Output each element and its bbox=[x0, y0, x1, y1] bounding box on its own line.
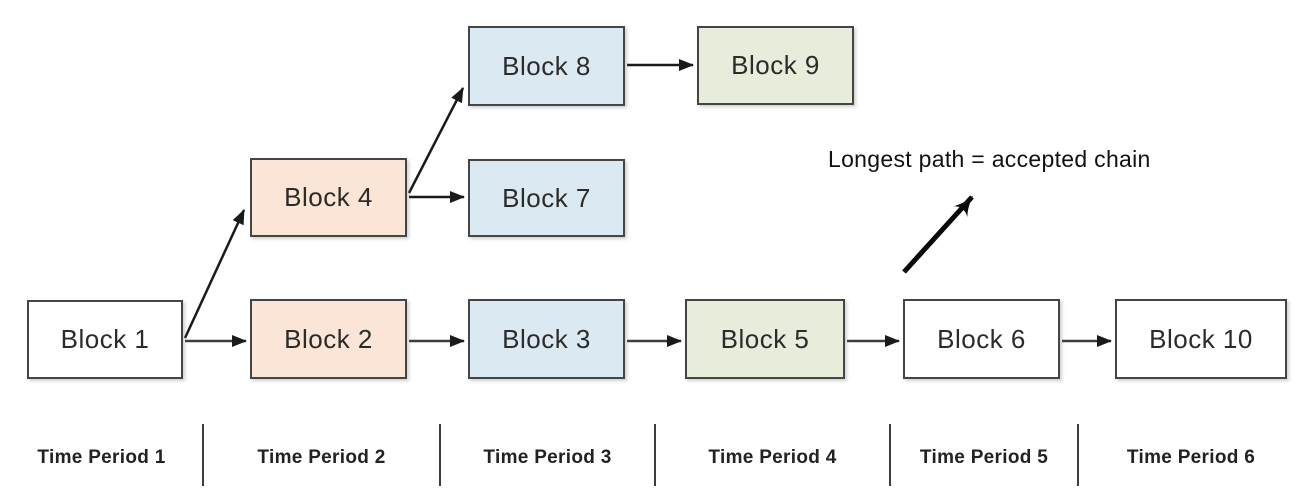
timeline-divider-5 bbox=[1077, 424, 1079, 486]
block-5-node: Block 5 bbox=[685, 299, 845, 379]
longest-path-arrow bbox=[902, 195, 974, 274]
time-period-2-label: Time Period 2 bbox=[257, 447, 386, 468]
timeline-divider-1 bbox=[202, 424, 204, 486]
timeline: Time Period 1 Time Period 2 Time Period … bbox=[0, 423, 1304, 498]
timeline-divider-3 bbox=[654, 424, 656, 486]
time-period-6-cell: Time Period 6 bbox=[1078, 423, 1304, 498]
block-4-label: Block 4 bbox=[284, 182, 373, 212]
block-6-label: Block 6 bbox=[937, 323, 1026, 354]
block-3-node: Block 3 bbox=[468, 299, 625, 379]
time-period-6-label: Time Period 6 bbox=[1126, 447, 1256, 468]
arrow-block4-block8 bbox=[407, 87, 465, 194]
time-period-1-cell: Time Period 1 bbox=[0, 423, 203, 498]
block-7-label: Block 7 bbox=[502, 182, 591, 213]
block-6-node: Block 6 bbox=[903, 299, 1060, 379]
block-8-node: Block 8 bbox=[468, 26, 625, 106]
time-period-4-label: Time Period 4 bbox=[708, 447, 837, 468]
block-2-node: Block 2 bbox=[250, 299, 407, 379]
block-9-label: Block 9 bbox=[731, 50, 820, 80]
block-10-node: Block 10 bbox=[1115, 299, 1287, 379]
time-period-3-cell: Time Period 3 bbox=[440, 423, 655, 498]
block-7-node: Block 7 bbox=[468, 159, 625, 237]
block-1-label: Block 1 bbox=[60, 324, 150, 354]
time-period-3-label: Time Period 3 bbox=[483, 447, 612, 468]
longest-path-annotation: Longest path = accepted chain bbox=[828, 146, 1151, 172]
block-8-label: Block 8 bbox=[502, 50, 591, 81]
block-9-node: Block 9 bbox=[697, 26, 854, 105]
timeline-divider-4 bbox=[889, 424, 891, 486]
block-3-label: Block 3 bbox=[502, 323, 591, 354]
block-5-label: Block 5 bbox=[720, 323, 810, 354]
timeline-divider-2 bbox=[439, 424, 441, 486]
time-period-4-cell: Time Period 4 bbox=[655, 423, 890, 498]
time-period-5-label: Time Period 5 bbox=[919, 447, 1049, 468]
arrow-block1-block4 bbox=[183, 209, 246, 339]
time-period-2-cell: Time Period 2 bbox=[203, 423, 440, 498]
block-10-label: Block 10 bbox=[1149, 323, 1253, 354]
block-2-label: Block 2 bbox=[284, 323, 373, 354]
block-4-node: Block 4 bbox=[250, 158, 407, 237]
block-1-node: Block 1 bbox=[27, 300, 183, 379]
time-period-5-cell: Time Period 5 bbox=[890, 423, 1078, 498]
time-period-1-label: Time Period 1 bbox=[37, 447, 166, 468]
